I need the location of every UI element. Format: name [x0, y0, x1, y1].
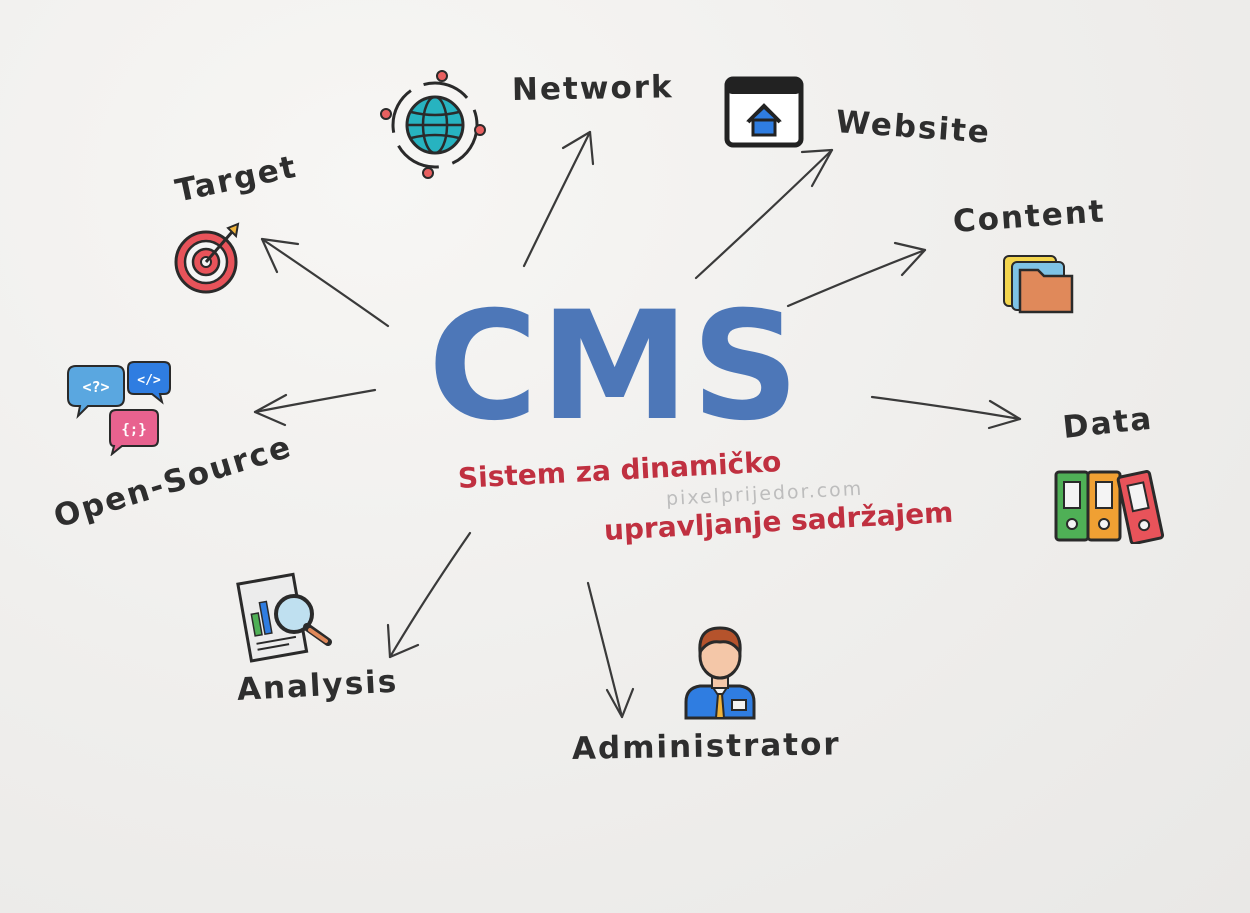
report-magnifier-icon: [236, 572, 332, 663]
svg-text:<?>: <?>: [82, 378, 109, 396]
arrow-target: [260, 237, 390, 328]
label-network: Network: [511, 69, 674, 108]
folders-icon: [1003, 255, 1074, 314]
arrow-network: [522, 130, 595, 268]
arrow-open-source: [253, 388, 377, 427]
arrow-website: [694, 148, 834, 280]
browser-home-icon: [724, 76, 804, 148]
svg-text:</>: </>: [137, 373, 161, 388]
globe-network-icon: [380, 70, 486, 179]
arrow-data: [870, 395, 1022, 430]
label-administrator: Administrator: [571, 726, 841, 767]
binders-icon: [1054, 470, 1165, 544]
arrow-analysis: [386, 531, 472, 659]
target-dart-icon: [174, 222, 240, 294]
administrator-person-icon: [684, 626, 756, 720]
arrow-content: [786, 241, 927, 308]
arrow-administrator: [586, 581, 635, 719]
svg-text:{;}: {;}: [121, 422, 146, 438]
cms-title: CMS: [428, 280, 802, 454]
code-bubbles-icon: <?> </> {;}: [67, 361, 171, 456]
